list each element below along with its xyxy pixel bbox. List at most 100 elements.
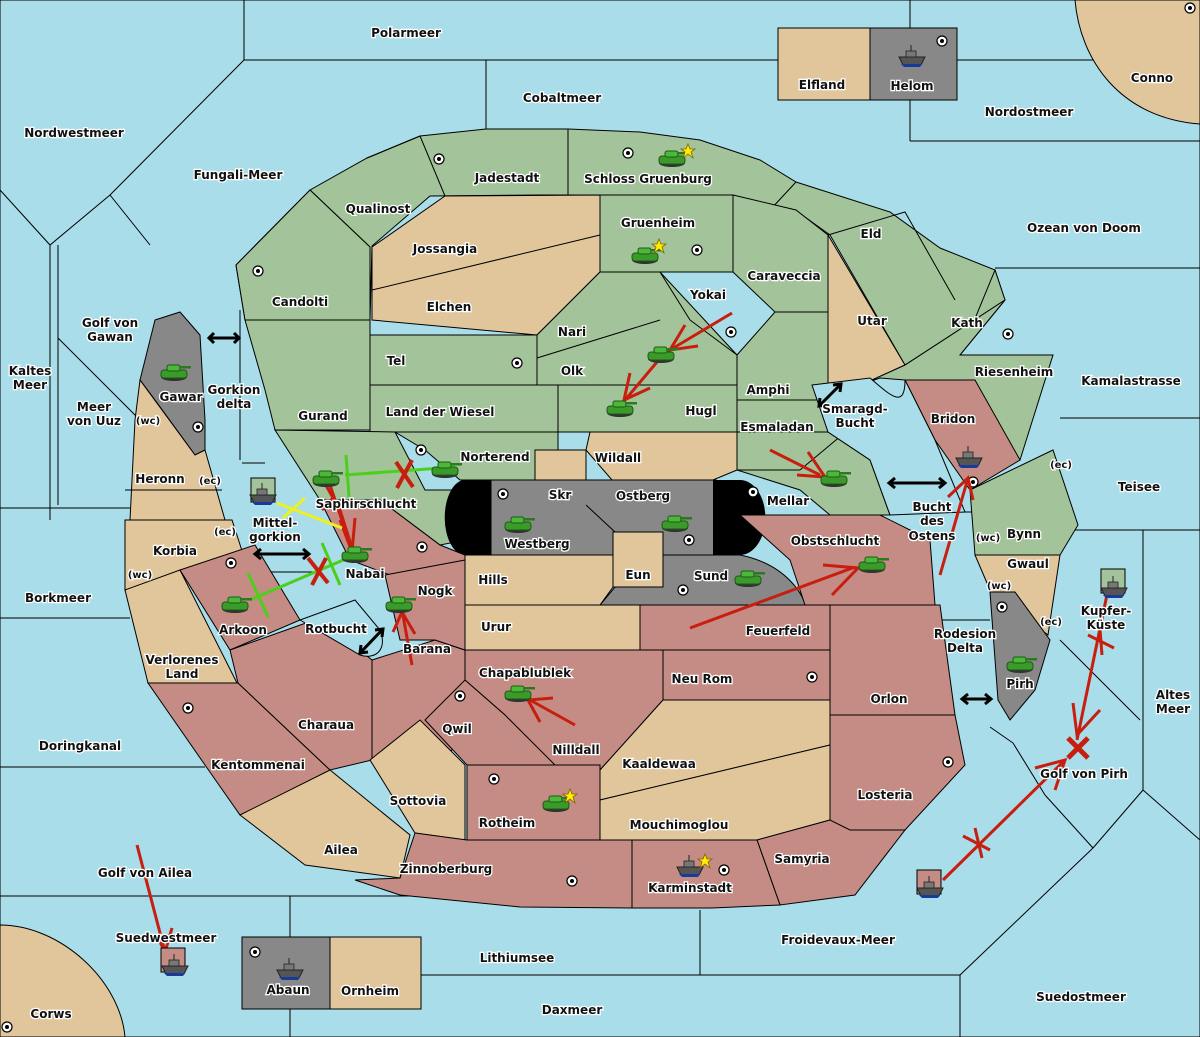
arrowhead — [1071, 702, 1102, 739]
label-lithiumsee: Lithiumsee — [480, 951, 555, 965]
coast-label-wc: (wc) — [976, 533, 1000, 544]
label-zinnoberburg: Zinnoberburg — [400, 862, 492, 876]
label-samyria: Samyria — [774, 852, 829, 866]
supply-center-icon — [1184, 2, 1196, 14]
label-jossangia: Jossangia — [412, 242, 477, 256]
supply-center-icon — [249, 946, 261, 958]
coast-label-ec: (ec) — [214, 527, 236, 538]
supply-center-icon — [1002, 328, 1014, 340]
label-elfland: Elfland — [799, 78, 845, 92]
territory-karminstadt[interactable] — [631, 839, 781, 909]
territory-ornheim[interactable] — [329, 936, 422, 1010]
failed-order-marks — [306, 459, 1115, 859]
convoy-order-line — [281, 496, 307, 520]
label-karminstadt: Karminstadt — [648, 881, 732, 895]
supply-center-icon — [566, 875, 578, 887]
label-verlorenes-1: Verlorenes — [146, 653, 219, 667]
supply-center-icon — [511, 357, 523, 369]
label-gawar: Gawar — [159, 390, 202, 404]
supply-center-icon — [497, 488, 509, 500]
labels: Polarmeer Cobaltmeer Nordwestmeer Fungal… — [7, 25, 1191, 1023]
supply-center-icon — [488, 773, 500, 785]
label-ornheim: Ornheim — [341, 984, 399, 998]
territory-pirh[interactable] — [989, 591, 1051, 721]
label-obstschlucht: Obstschlucht — [791, 534, 880, 548]
label-smaragd-1: Smaragd- — [822, 402, 887, 416]
label-bridon: Bridon — [931, 412, 976, 426]
territory-sottovia[interactable] — [369, 719, 466, 841]
territory-elfland[interactable] — [777, 27, 871, 101]
territory-candolti[interactable] — [235, 189, 371, 321]
label-nabai: Nabai — [346, 567, 385, 581]
label-smaragd-2: Bucht — [835, 416, 874, 430]
label-kupfer-2: Küste — [1087, 618, 1126, 632]
label-nilldall: Nilldall — [552, 743, 599, 757]
label-mellar: Mellar — [767, 494, 809, 508]
label-daxmeer: Daxmeer — [542, 1003, 603, 1017]
label-elchen: Elchen — [427, 300, 472, 314]
move-order-arrow — [623, 361, 659, 401]
label-arkoon: Arkoon — [219, 623, 267, 637]
label-olk: Olk — [561, 364, 584, 378]
support-cut-mark — [344, 454, 351, 498]
supply-center-icon — [454, 690, 466, 702]
label-skr: Skr — [549, 488, 572, 502]
label-kath: Kath — [951, 316, 983, 330]
coast-label-wc: (wc) — [136, 416, 160, 427]
label-tel: Tel — [387, 354, 406, 368]
territory-zinnoberburg[interactable] — [354, 832, 633, 909]
label-norterend: Norterend — [460, 450, 529, 464]
supply-center-icon — [433, 153, 445, 165]
label-gruenheim: Gruenheim — [621, 216, 695, 230]
supply-center-icon — [252, 265, 264, 277]
supply-center-icon — [747, 486, 759, 498]
label-ostberg: Ostberg — [616, 489, 670, 503]
label-sund: Sund — [694, 569, 728, 583]
label-mittelgorkion-2: gorkion — [249, 530, 301, 544]
territory-gruenheim[interactable] — [599, 194, 734, 273]
label-gorkion-2: delta — [217, 397, 252, 411]
territory-eun[interactable] — [612, 531, 664, 588]
label-utar: Utar — [857, 314, 887, 328]
label-wiesel: Land der Wiesel — [386, 405, 495, 419]
label-heronn: Heronn — [135, 472, 184, 486]
label-caraveccia: Caraveccia — [747, 269, 820, 283]
failed-x-icon — [962, 827, 991, 859]
label-borkmeer: Borkmeer — [25, 591, 91, 605]
label-cobaltmeer: Cobaltmeer — [523, 91, 601, 105]
territory-ailea[interactable] — [239, 769, 411, 879]
supply-center-icon — [192, 421, 204, 433]
double-arrow-icon — [206, 331, 242, 345]
label-bucht-3: Ostens — [909, 529, 956, 543]
label-fungali: Fungali-Meer — [194, 168, 283, 182]
label-bucht-1: Bucht — [912, 500, 951, 514]
territory-corws[interactable] — [0, 924, 126, 1037]
label-mittelgorkion-1: Mittel- — [253, 516, 298, 530]
territory-bynn[interactable] — [969, 449, 1079, 556]
move-order-arrow — [135, 844, 167, 953]
label-uuz-2: von Uuz — [67, 414, 121, 428]
label-bynn: Bynn — [1007, 527, 1041, 541]
label-ozean: Ozean von Doom — [1027, 221, 1141, 235]
label-feuerfeld: Feuerfeld — [746, 624, 811, 638]
label-suedostmeer: Suedostmeer — [1036, 990, 1126, 1004]
label-esmaladan: Esmaladan — [740, 420, 813, 434]
dislodged-x-icon — [1066, 736, 1090, 760]
arrowhead — [621, 372, 651, 403]
label-rotheim: Rotheim — [479, 816, 536, 830]
failed-mark — [320, 496, 335, 512]
label-polarmeer: Polarmeer — [371, 26, 441, 40]
label-golf-gawan-1: Golf von — [82, 316, 138, 330]
label-altes-2: Meer — [1156, 702, 1190, 716]
label-yokai: Yokai — [689, 288, 726, 302]
supply-center-icon — [691, 244, 703, 256]
label-westberg: Westberg — [504, 537, 569, 551]
arrowhead — [822, 563, 862, 597]
territory-conno[interactable] — [1074, 0, 1200, 125]
territory-qwil[interactable] — [424, 679, 557, 766]
coast-label-wc: (wc) — [987, 581, 1011, 592]
label-rodesion-1: Rodesion — [934, 627, 996, 641]
sea-smaragd — [811, 377, 966, 516]
double-arrow-icon — [817, 382, 843, 408]
